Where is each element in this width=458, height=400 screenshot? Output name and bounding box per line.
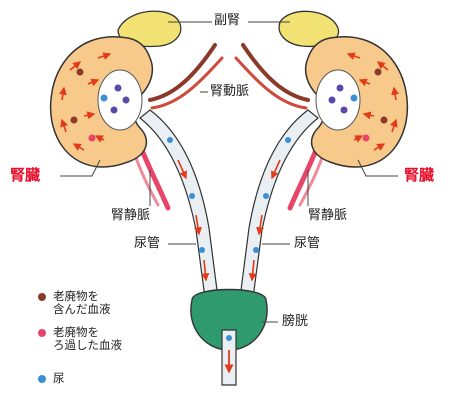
label-ureter-right: 尿管 (292, 236, 322, 252)
label-kidney-right: 腎臓 (402, 167, 436, 183)
label-bladder: 膀胱 (280, 314, 310, 330)
legend-text-line2: ろ過した血液 (53, 339, 122, 352)
legend-item-waste-blood: 老廃物を 含んだ血液 (38, 290, 111, 316)
legend-text-line2: 含んだ血液 (53, 303, 111, 316)
ureter-left (140, 110, 218, 298)
waste-blood-dot-icon (38, 293, 46, 301)
label-renal-vein-right: 腎静脈 (306, 208, 349, 224)
legend-item-filtered-blood: 老廃物を ろ過した血液 (38, 326, 122, 352)
filtered-blood-dot-icon (38, 329, 46, 337)
label-ureter-left: 尿管 (132, 236, 162, 252)
legend-item-urine: 尿 (38, 372, 65, 385)
label-adrenal: 副腎 (212, 13, 242, 29)
ureter-right (240, 110, 318, 298)
legend-text-line1: 尿 (53, 372, 65, 385)
urine-dot-icon (38, 375, 46, 383)
bladder-urine-dot (226, 335, 232, 341)
label-renal-artery: 腎動脈 (208, 84, 251, 100)
label-renal-vein-left: 腎静脈 (109, 208, 152, 224)
label-kidney-left: 腎臓 (8, 167, 42, 183)
